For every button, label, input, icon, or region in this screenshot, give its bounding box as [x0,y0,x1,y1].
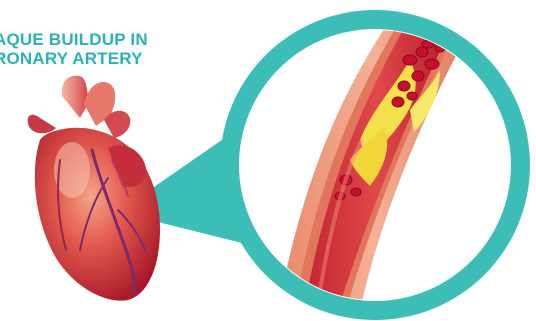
heart-illustration [28,76,160,301]
